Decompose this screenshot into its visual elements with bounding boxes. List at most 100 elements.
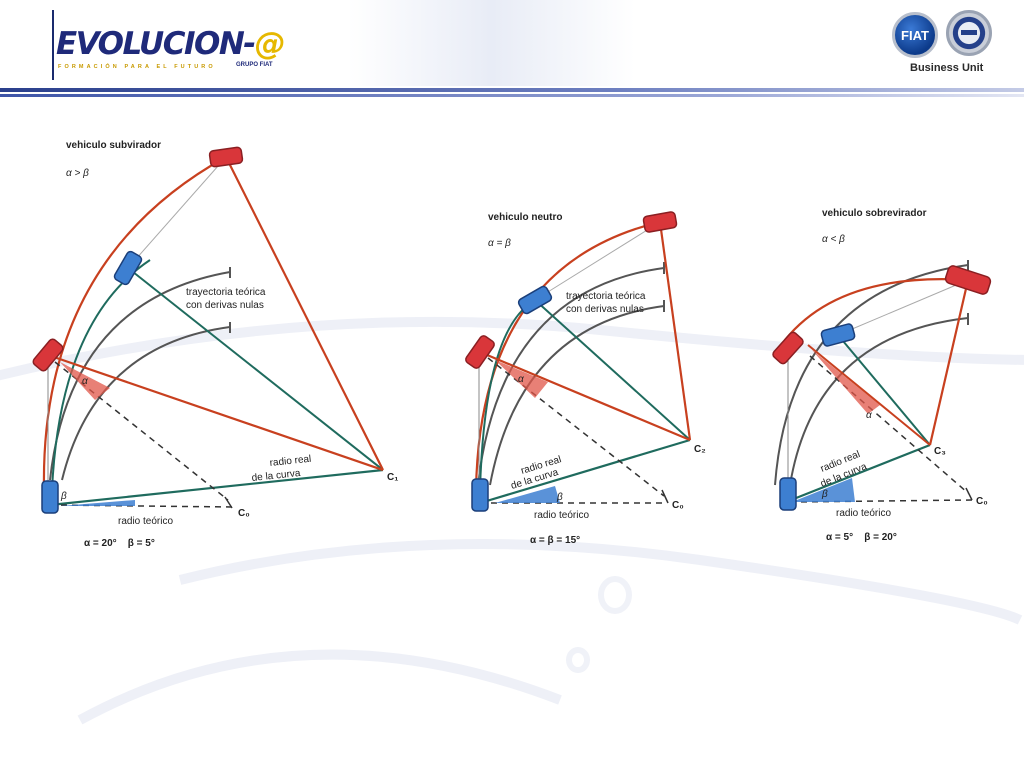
front-outer-radius: [928, 279, 970, 446]
theoretical-path-inner: [789, 317, 969, 486]
lancia-logo-bar: [961, 30, 977, 35]
alpha-label: α: [518, 374, 524, 385]
diagram-title: vehiculo neutro: [488, 212, 562, 223]
tire-mid: [113, 250, 143, 286]
real-radius-label-2: de la curva: [251, 468, 301, 484]
mid-radius: [837, 334, 931, 446]
rear-axle-radius: [785, 443, 931, 504]
tire-front-inner: [772, 331, 804, 365]
tire-front-inner: [32, 338, 64, 372]
front-radius-red: [479, 350, 691, 442]
mid-radius-2: [807, 344, 931, 446]
tire-front-inner: [465, 335, 495, 369]
beta-label: β: [556, 492, 563, 503]
c0-tick: [224, 496, 233, 509]
logo-at: @: [254, 26, 286, 62]
alpha-label: α: [866, 410, 872, 421]
front-outer-radius: [225, 156, 384, 471]
diagram-understeer: vehiculo subvirador α > β trayectoria te…: [32, 140, 398, 549]
mid-radius: [534, 299, 691, 441]
slide-header: EVOLUCION-@ FORMACIÓN PARA EL FUTURO GRU…: [0, 0, 1024, 100]
wheelbase-line: [534, 221, 661, 301]
angle-values: α = β = 15°: [530, 535, 580, 546]
outer-green-arc: [51, 259, 151, 491]
tire-front-outer: [208, 146, 244, 168]
theoretical-center-label: C₀: [976, 496, 988, 507]
beta-wedge: [60, 500, 135, 506]
front-radius-red: [47, 353, 384, 472]
trajectory-label-line-1: trayectoria teórica: [186, 287, 266, 298]
alpha-wedge: [812, 350, 880, 414]
tire-front-outer: [944, 265, 992, 295]
logo-subtitle: FORMACIÓN PARA EL FUTURO: [58, 64, 216, 70]
front-outer-radius: [658, 221, 692, 441]
fiat-logo-text: FIAT: [901, 27, 929, 43]
tire-mid: [517, 285, 553, 315]
alpha-beta-relation: α = β: [488, 238, 511, 249]
tire-rear: [779, 477, 797, 511]
theoretical-center-label: C₀: [672, 500, 684, 511]
header-gradient: [0, 0, 1024, 86]
alpha-wedge: [60, 362, 110, 400]
center-label: C₂: [694, 444, 706, 455]
diagram-title: vehiculo subvirador: [66, 140, 161, 151]
watermark-arc: [0, 316, 1024, 381]
diagram-neutral: vehiculo neutro α = β trayectoria teóric…: [465, 211, 706, 546]
wheelbase-line: [837, 279, 969, 336]
logo-group: GRUPO FIAT: [236, 62, 273, 68]
theoretical-path-inner: [61, 326, 231, 481]
wheelbase-line: [127, 156, 227, 269]
logo-text: EVOLUCION-: [56, 26, 256, 62]
watermark-wheel-2: [566, 647, 590, 673]
rear-axle-radius: [479, 438, 691, 505]
header-rule-top: [0, 88, 1024, 92]
real-trajectory: [42, 156, 227, 491]
real-trajectory: [474, 220, 661, 491]
alpha-wedge: [495, 360, 548, 398]
header-rule-bottom: [0, 94, 1024, 97]
theoretical-front-dashed: [809, 355, 969, 494]
tire-rear: [41, 480, 59, 514]
beta-label: β: [60, 491, 67, 502]
beta-label: β: [821, 489, 828, 500]
theoretical-center-label: C₀: [238, 508, 250, 519]
alpha-beta-relation: α > β: [66, 168, 89, 179]
business-unit-label: Business Unit: [910, 62, 984, 74]
tire-mid: [820, 323, 856, 347]
alpha-label: α: [82, 376, 88, 387]
c0-tick: [661, 489, 669, 504]
theoretical-radius-label: radio teórico: [534, 510, 589, 521]
trajectory-label-line-1: trayectoria teórica: [566, 291, 646, 302]
mid-radius: [127, 267, 384, 471]
theoretical-radius-label: radio teórico: [118, 516, 173, 527]
watermark-body: [178, 539, 1023, 625]
trajectory-label-line-2: con derivas nulas: [566, 304, 644, 315]
diagram-oversteer: vehiculo sobrevirador α < β α β radio re…: [772, 208, 992, 543]
watermark-wheel: [598, 576, 632, 614]
theoretical-path-outer: [477, 267, 665, 486]
center-label: C₁: [387, 472, 398, 483]
logo-divider: [52, 10, 54, 80]
evolucion-logo: EVOLUCION-@: [56, 26, 286, 62]
angle-values: α = 20° β = 5°: [84, 538, 155, 549]
watermark-wheel-arc: [77, 649, 562, 725]
beta-wedge: [792, 478, 855, 502]
center-label: C₃: [934, 446, 946, 457]
theoretical-path-inner: [489, 305, 665, 486]
angle-values: α = 5° β = 20°: [826, 532, 897, 543]
tire-front-outer: [642, 211, 678, 233]
trajectory-label-line-2: con derivas nulas: [186, 300, 264, 311]
c0-tick: [965, 487, 973, 501]
real-radius-label-1: radio real: [269, 454, 312, 469]
theoretical-radius-label: radio teórico: [836, 508, 891, 519]
real-trajectory: [784, 278, 969, 341]
tire-rear: [471, 478, 489, 512]
fiat-logo-icon: FIAT: [892, 12, 938, 58]
theoretical-radius-dashed: [789, 499, 973, 503]
beta-wedge: [495, 486, 560, 503]
alpha-beta-relation: α < β: [822, 234, 845, 245]
theoretical-radius-dashed: [49, 504, 234, 508]
diagram-title: vehiculo sobrevirador: [822, 208, 927, 219]
